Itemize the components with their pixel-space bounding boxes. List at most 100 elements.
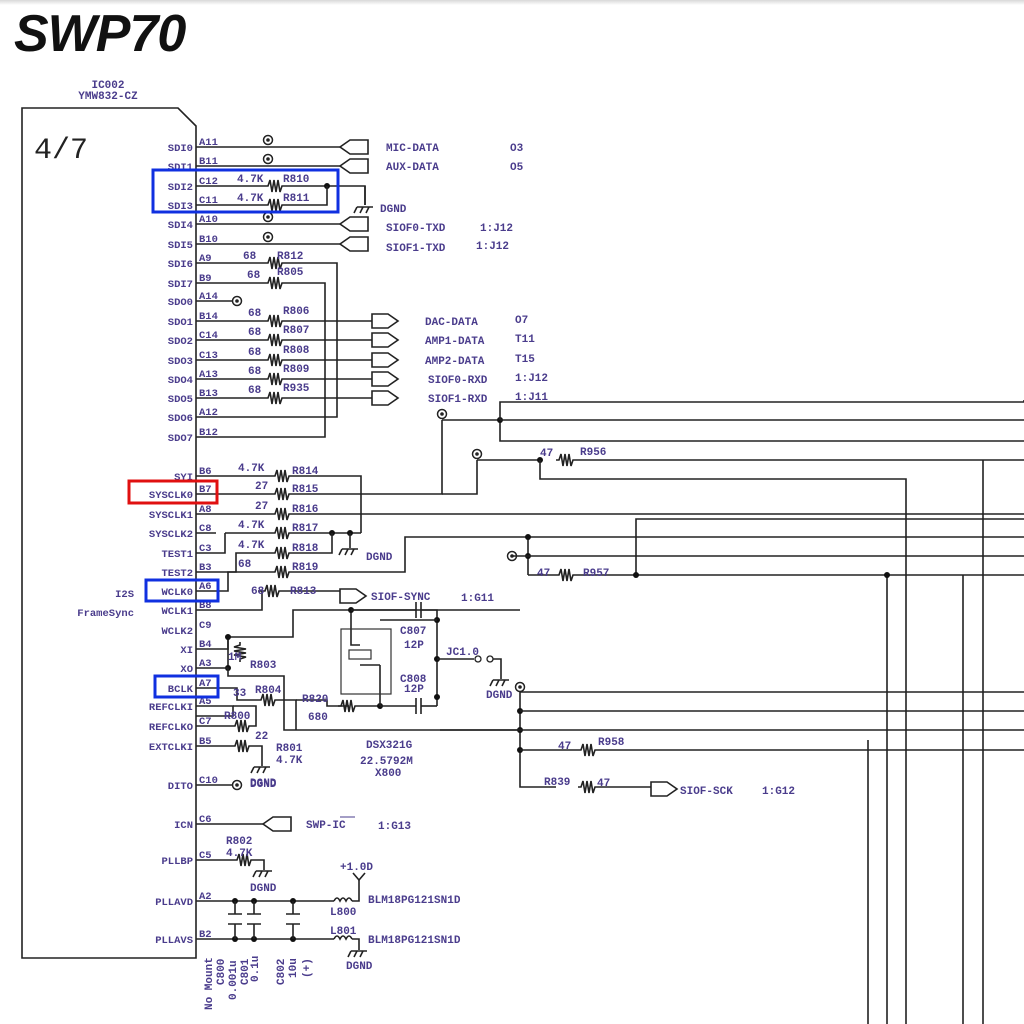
- pin-name-icn: ICN: [174, 820, 193, 832]
- pin-name-sysclk2: SYSCLK2: [149, 529, 193, 541]
- ic-sheet: 4/7: [34, 134, 88, 168]
- wire: [196, 590, 263, 611]
- highlight-sysclk0: [127, 479, 219, 505]
- power-label: +1.0D: [340, 862, 373, 874]
- jumper-icon: [474, 655, 482, 663]
- connector-in-icon: [338, 139, 369, 155]
- res-ref: R810: [283, 174, 309, 186]
- net-ref: O3: [510, 143, 524, 155]
- cap-ref: C802: [276, 959, 288, 985]
- pin-ball-a14: A14: [199, 291, 218, 303]
- pin-name-pllavd: PLLAVD: [155, 897, 193, 909]
- pin-ball-a5: A5: [199, 696, 212, 708]
- resistor-icon: [338, 699, 358, 713]
- net-ref: O7: [515, 315, 528, 327]
- res-value: 4.7K: [237, 193, 264, 205]
- junction-dot: [633, 572, 639, 578]
- resistor-icon: [272, 526, 292, 540]
- pin-name-refclko: REFCLKO: [149, 722, 193, 734]
- res-ref: R806: [283, 306, 309, 318]
- res-ref: R800: [224, 711, 250, 723]
- cap-note: No Mount: [204, 957, 216, 1010]
- pin-name-sdi2: SDI2: [168, 182, 193, 194]
- res-ref: R958: [598, 737, 625, 749]
- net-ref: 1:G12: [762, 786, 795, 798]
- connector-out-icon: [650, 781, 679, 797]
- res-ref: R839: [544, 777, 570, 789]
- net-swp-ic: SWP-IC: [306, 820, 346, 832]
- res-ref: R817: [292, 523, 318, 535]
- res-ref: R819: [292, 562, 318, 574]
- res-value: 68: [248, 308, 262, 320]
- ground-icon: [250, 766, 270, 774]
- res-ref: R801: [276, 743, 303, 755]
- page-title: SWP70: [14, 5, 186, 63]
- pin-name-test1: TEST1: [161, 549, 193, 561]
- power-icon: [352, 872, 366, 882]
- ic-ref: IC002: [91, 80, 124, 92]
- pin-ball-a7: A7: [199, 678, 212, 690]
- connector-out-icon: [371, 390, 400, 406]
- res-value: 4.7K: [276, 755, 303, 767]
- net-siof0-rxd: SIOF0-RXD: [428, 375, 488, 387]
- inductor-part: BLM18PG121SN1D: [368, 895, 461, 907]
- res-value: 68: [248, 366, 262, 378]
- crystal-part: DSX321G: [366, 740, 413, 752]
- highlight-bclk: [153, 674, 220, 699]
- connector-out-icon: [339, 588, 368, 604]
- pin-name-pllavs: PLLAVS: [155, 935, 193, 947]
- resistor-icon: [556, 453, 576, 467]
- wire: [350, 610, 360, 646]
- junction-dot: [434, 694, 440, 700]
- ic-part: YMW832-CZ: [78, 91, 138, 103]
- cap-ref: C801: [240, 958, 252, 985]
- res-value: 4.7K: [238, 520, 265, 532]
- wire: [635, 518, 1024, 575]
- pin-name-wclk0: WCLK0: [161, 587, 193, 599]
- net-ref: 1:G13: [378, 821, 411, 833]
- pin-ball-b8: B8: [199, 600, 212, 612]
- res-ref: R808: [283, 345, 310, 357]
- crystal-freq: 22.5792M: [360, 756, 413, 768]
- test-point-center: [266, 235, 270, 239]
- resistor-icon: [234, 853, 254, 867]
- pin-name-xi: XI: [180, 645, 193, 657]
- resistor-icon: [272, 487, 292, 501]
- ground-icon: [252, 870, 272, 878]
- wire: [196, 533, 226, 554]
- pin-ball-b2: B2: [199, 929, 212, 941]
- resistor-icon: [233, 642, 247, 662]
- net-ref: 1:J12: [476, 241, 509, 253]
- pin-name-sdo6: SDO6: [168, 413, 193, 425]
- pin-ball-b5: B5: [199, 736, 212, 748]
- capacitor-icon: [228, 913, 242, 925]
- res-ref: R805: [277, 267, 304, 279]
- res-value: 4.7K: [238, 540, 265, 552]
- resistor-icon: [272, 507, 292, 521]
- capacitor-icon: [286, 913, 300, 925]
- pin-ball-b12: B12: [199, 427, 218, 439]
- pin-ball-b7: B7: [199, 484, 212, 496]
- cap-note: (+): [302, 958, 314, 978]
- res-value: 27: [255, 481, 268, 493]
- resistor-icon: [265, 353, 285, 367]
- res-ref: R812: [277, 251, 303, 263]
- pin-ball-c12: C12: [199, 176, 218, 188]
- wire: [292, 536, 1024, 573]
- res-value: 47: [537, 568, 550, 580]
- net-amp2-data: AMP2-DATA: [425, 356, 485, 368]
- ground-icon: [347, 950, 367, 958]
- resistor-icon: [265, 391, 285, 405]
- connector-out-icon: [371, 371, 400, 387]
- test-point-center: [235, 783, 239, 787]
- pin-ball-c14: C14: [199, 330, 218, 342]
- pin-ball-c7: C7: [199, 716, 212, 728]
- dgnd-label: DGND: [346, 961, 373, 973]
- dgnd-label: DGND: [250, 883, 277, 895]
- res-ref: R957: [583, 568, 609, 580]
- res-ref: R813: [290, 586, 317, 598]
- res-value: 22: [255, 731, 268, 743]
- res-value: 4.7K: [237, 174, 264, 186]
- inductor-part: BLM18PG121SN1D: [368, 935, 461, 947]
